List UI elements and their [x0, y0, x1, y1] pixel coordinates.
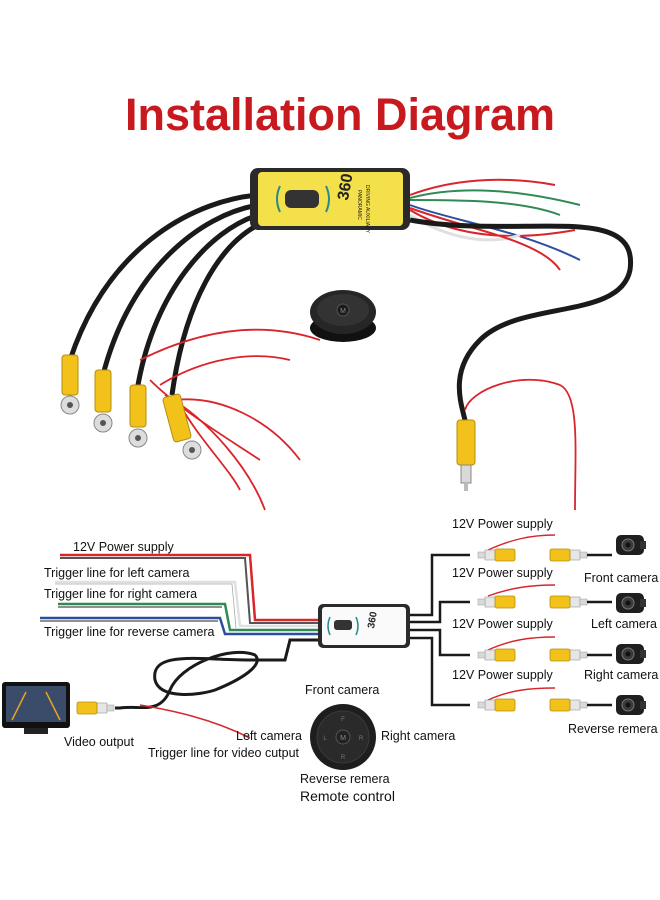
rca-connector-icon — [128, 384, 148, 448]
svg-text:R: R — [341, 755, 346, 761]
box-logo: 360 — [366, 610, 380, 629]
rca-connector-icon — [162, 393, 202, 460]
svg-text:L: L — [323, 736, 327, 742]
camera-icon — [615, 592, 647, 614]
label-power-4: 12V Power supply — [452, 668, 554, 682]
label-left-camera: Left camera — [591, 617, 657, 631]
label-trigger-video: Trigger line for video cutput — [148, 746, 300, 760]
remote-control-icon: M F R L R — [310, 704, 376, 770]
top-cable-photo: 360 PANORAMIC DRIVING AUXILIARY M — [60, 168, 633, 511]
svg-text:R: R — [359, 736, 364, 742]
label-video-output: Video output — [64, 735, 134, 749]
remote-label-left: Left camera — [236, 729, 302, 743]
remote-label-reverse: Reverse remera — [300, 772, 390, 786]
remote-control-icon: M — [310, 290, 376, 342]
label-power-left: 12V Power supply — [73, 540, 175, 554]
label-reverse-camera: Reverse remera — [568, 722, 658, 736]
label-trigger-right: Trigger line for right camera — [44, 587, 197, 601]
wiring-diagram: 360 M F — [2, 534, 647, 770]
camera-icon — [615, 643, 647, 665]
camera-icon — [615, 694, 647, 716]
label-trigger-left: Trigger line for left camera — [44, 566, 189, 580]
label-front-camera: Front camera — [584, 571, 658, 585]
remote-button-label: M — [340, 735, 346, 742]
label-trigger-reverse: Trigger line for reverse camera — [44, 625, 214, 639]
remote-button-label: M — [340, 308, 346, 315]
remote-caption: Remote control — [300, 788, 395, 804]
label-power-2: 12V Power supply — [452, 566, 554, 580]
control-box: 360 — [318, 604, 410, 648]
box-logo: 360 — [335, 172, 356, 201]
label-right-camera: Right camera — [584, 668, 658, 682]
page-title: Installation Diagram — [125, 89, 555, 140]
remote-label-front: Front camera — [305, 683, 379, 697]
camera-icon — [615, 534, 647, 556]
rca-connector-icon — [93, 369, 113, 433]
box-side-text: DRIVING AUXILIARY — [364, 185, 370, 234]
rca-connector-icon — [456, 419, 476, 491]
box-side-text: PANORAMIC — [356, 190, 362, 220]
label-power-1: 12V Power supply — [452, 517, 554, 531]
remote-label-right: Right camera — [381, 729, 455, 743]
svg-text:F: F — [341, 717, 345, 723]
label-power-3: 12V Power supply — [452, 617, 554, 631]
control-box-photo: 360 PANORAMIC DRIVING AUXILIARY — [250, 168, 410, 234]
monitor-icon — [2, 682, 70, 734]
rca-connector-icon — [60, 354, 80, 415]
